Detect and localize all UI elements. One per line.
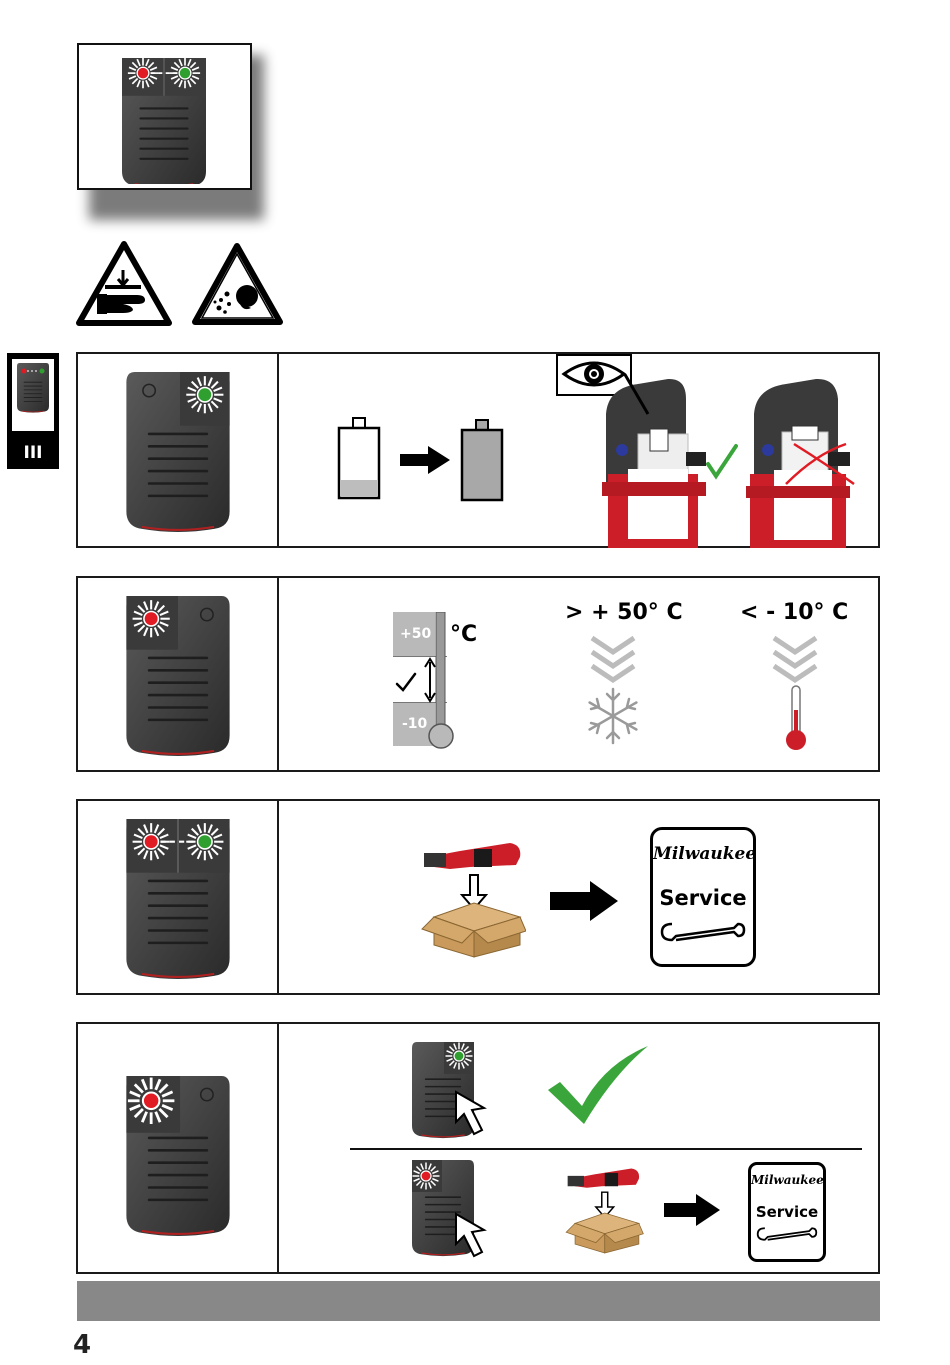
hand-cursor-icon [455, 1090, 487, 1136]
row-divider [350, 1148, 862, 1150]
page-number: 4 [73, 1330, 92, 1360]
thermometer-icon [786, 685, 806, 750]
battery-red-led-image [126, 596, 230, 756]
green-led-icon [196, 833, 213, 850]
section-number: III [23, 443, 43, 463]
footer-bar [77, 1281, 880, 1321]
battery-press-red-image [412, 1160, 487, 1258]
service-brand: Milwaukee [653, 844, 757, 864]
red-led-icon [143, 833, 160, 850]
green-led-icon [196, 386, 213, 403]
unit-label: °C [450, 622, 478, 647]
hot-threshold-label: > + 50° C [565, 600, 683, 625]
arrow-right-icon [550, 881, 618, 921]
battery-press-green-image [412, 1042, 487, 1139]
arrow-right-icon [664, 1194, 720, 1226]
service-brand: Milwaukee [751, 1173, 824, 1187]
arrow-right-icon [400, 446, 450, 474]
section-tab: III [7, 353, 59, 469]
snowflake-icon [588, 687, 638, 745]
gauge-high-label: +50 [400, 626, 432, 642]
panel-reset-check: Milwaukee Service [76, 1022, 880, 1274]
green-led-icon [178, 66, 192, 80]
press-tool-correct-image [602, 374, 738, 548]
wrench-icon [660, 922, 746, 942]
green-led-icon [453, 1050, 465, 1062]
tool-into-box-icon [565, 1168, 644, 1254]
checkmark-icon [706, 444, 738, 480]
service-card: Milwaukee Service [748, 1162, 826, 1262]
panel-send-to-service: Milwaukee Service [76, 799, 880, 995]
thermometer-gauge-icon [395, 612, 454, 749]
battery-red-led-solid-image [126, 1076, 230, 1236]
battery-red-green-led-image [126, 819, 230, 979]
panel-green-led-battery-check [76, 352, 880, 548]
battery-green-led-image [126, 372, 230, 532]
hand-cursor-icon [455, 1212, 487, 1258]
press-tool-incorrect-image [746, 378, 855, 548]
service-word: Service [755, 1203, 819, 1221]
battery-status-illustration [77, 43, 264, 220]
checkmark-icon [548, 1046, 648, 1124]
battery-thumbnail-icon [12, 359, 54, 431]
crush-hazard-warning-icon [76, 241, 172, 326]
panel-temperature-warning: +50 -10 °C > + 50° C < - 10° C [76, 576, 880, 772]
flying-debris-warning-icon [192, 243, 283, 325]
red-led-icon [141, 1091, 161, 1111]
red-led-icon [136, 66, 150, 80]
checkmark-icon [395, 672, 417, 692]
gauge-low-label: -10 [402, 716, 428, 732]
battery-full-icon [460, 419, 504, 502]
service-card: Milwaukee Service [650, 827, 756, 967]
wrench-icon [756, 1227, 818, 1241]
battery-pack-image [121, 58, 207, 184]
temperature-range-gauge: +50 -10 [393, 612, 513, 752]
battery-empty-icon [337, 417, 381, 500]
red-led-icon [420, 1170, 432, 1182]
chevrons-down-icon [590, 635, 636, 684]
service-word: Service [659, 886, 747, 910]
tool-into-box-icon [421, 843, 526, 958]
red-led-icon [143, 610, 160, 627]
chevrons-down-icon [772, 635, 818, 684]
cold-threshold-label: < - 10° C [740, 600, 849, 625]
